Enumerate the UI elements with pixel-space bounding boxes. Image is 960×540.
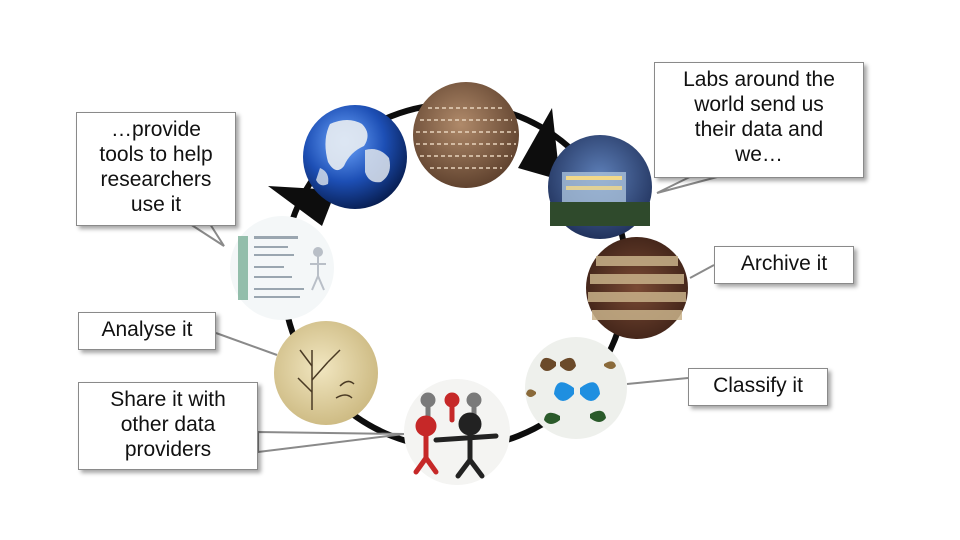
callout-archive-text: Archive it	[740, 252, 828, 275]
callout-archive: Archive it	[714, 246, 854, 284]
callout-share-line-2: other data	[120, 413, 216, 436]
callout-labs-line-1: Labs around the	[683, 68, 835, 91]
callout-analyse: Analyse it	[78, 312, 216, 350]
callout-share: Share it with other data providers	[78, 382, 258, 470]
callout-share-line-1: Share it with	[110, 388, 226, 411]
globe-icon	[303, 105, 407, 209]
web-page-icon	[230, 216, 334, 320]
callout-labs-line-4: we…	[735, 143, 783, 166]
callout-tools-line-4: use it	[130, 193, 182, 216]
callout-tools-line-2: tools to help	[99, 143, 213, 166]
people-chain-icon	[404, 379, 510, 485]
butterfly-icon	[525, 337, 627, 439]
callout-classify: Classify it	[688, 368, 828, 406]
callout-labs-line-2: world send us	[694, 93, 824, 116]
callout-classify-text: Classify it	[713, 374, 803, 397]
dna-sequence-icon	[413, 82, 519, 188]
callout-labs: Labs around the world send us their data…	[654, 62, 864, 178]
callout-tools: …provide tools to help researchers use i…	[76, 112, 236, 226]
bookshelf-icon	[586, 237, 688, 339]
cycle-arrow-top-right	[518, 108, 560, 180]
callout-tools-line-3: researchers	[100, 168, 212, 191]
callout-tools-line-1: …provide	[111, 118, 201, 141]
callout-labs-line-3: their data and	[694, 118, 824, 141]
tree-sketch-icon	[274, 321, 378, 425]
callout-share-line-3: providers	[124, 438, 212, 461]
callout-analyse-text: Analyse it	[101, 318, 193, 341]
cycle-arrow-top-left	[268, 186, 336, 226]
building-icon	[548, 135, 652, 239]
